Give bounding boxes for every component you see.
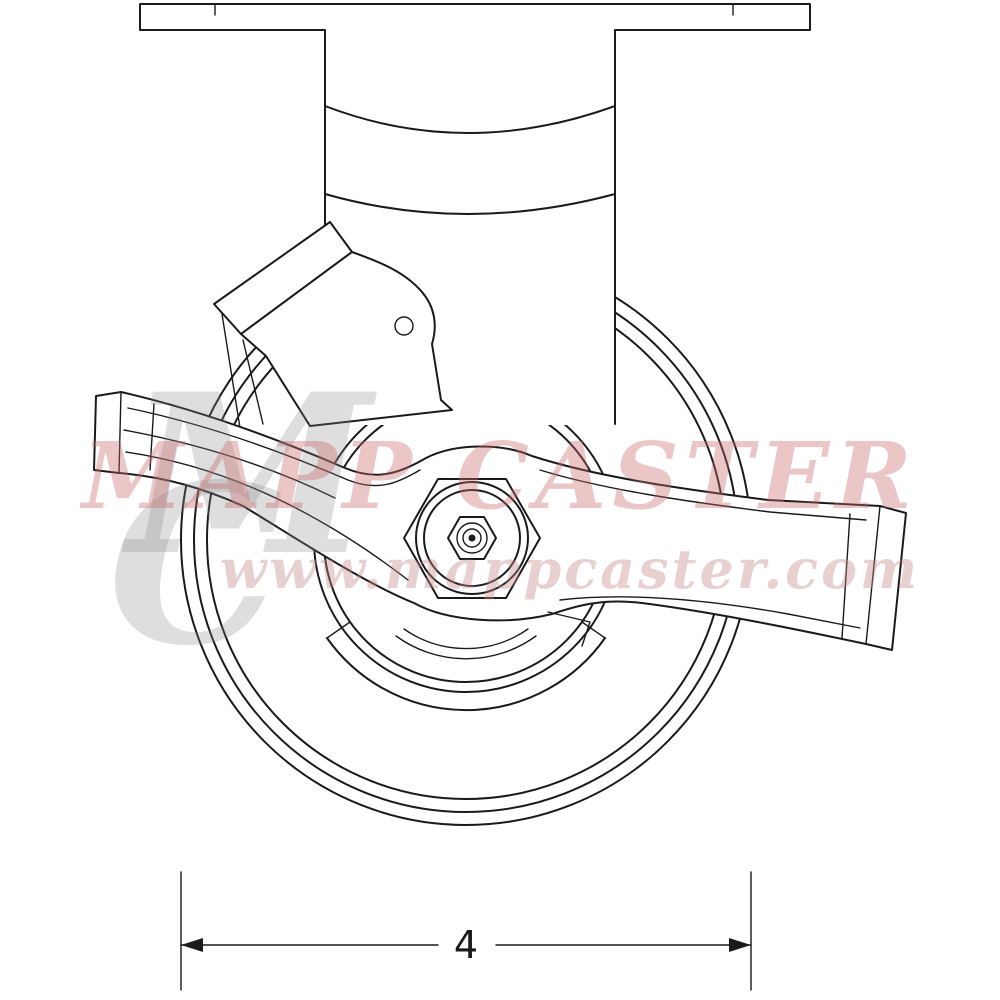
- mounting-bracket: [213, 221, 453, 429]
- brake-shoe-end-left: [326, 621, 351, 639]
- fork-leg-edge-inner: [242, 339, 264, 425]
- axle-end-ring: [462, 528, 482, 548]
- lever-upper-inner-line-right: [539, 469, 867, 521]
- mounting-plate-outline: [139, 3, 811, 31]
- hub-bearing-ring-outer: [415, 481, 529, 595]
- brake-shoe-arc-outer: [326, 637, 606, 712]
- hub-bearing-ring-inner: [423, 489, 521, 587]
- dimension-arrow-right: [729, 938, 751, 952]
- stem-raceway-arc-lower: [324, 193, 616, 215]
- brake-cam-detail: [547, 611, 591, 647]
- lever-lower-inner-line-right: [559, 596, 861, 629]
- lever-left-cap-separator: [118, 391, 122, 474]
- lever-tick-left: [149, 403, 155, 471]
- hub-assembly: [403, 478, 541, 599]
- lever-right-cap-separator: [865, 505, 881, 645]
- brake-shoe-end-right: [581, 621, 606, 639]
- brake-pad-arc-1: [403, 628, 529, 650]
- stem-raceway-arc-upper: [324, 105, 616, 134]
- bracket-pivot-hole: [394, 316, 414, 336]
- axle-center-dot: [468, 534, 476, 542]
- dimension-label: 4: [454, 923, 478, 967]
- dimension-arrow-left: [181, 938, 203, 952]
- lever-tick-right: [841, 513, 851, 639]
- brake-pad-arc-2: [395, 635, 537, 660]
- axle-nut-ring: [456, 522, 488, 554]
- dimension-callout: 4: [180, 871, 752, 991]
- fork-leg-edge-outer: [221, 313, 241, 429]
- brake-shoe: [326, 621, 606, 712]
- bracket-body: [240, 251, 453, 427]
- lever-lower-inner-line-left: [125, 451, 409, 581]
- top-mounting-plate: [139, 3, 811, 31]
- lever-upper-inner-line-left: [127, 407, 421, 487]
